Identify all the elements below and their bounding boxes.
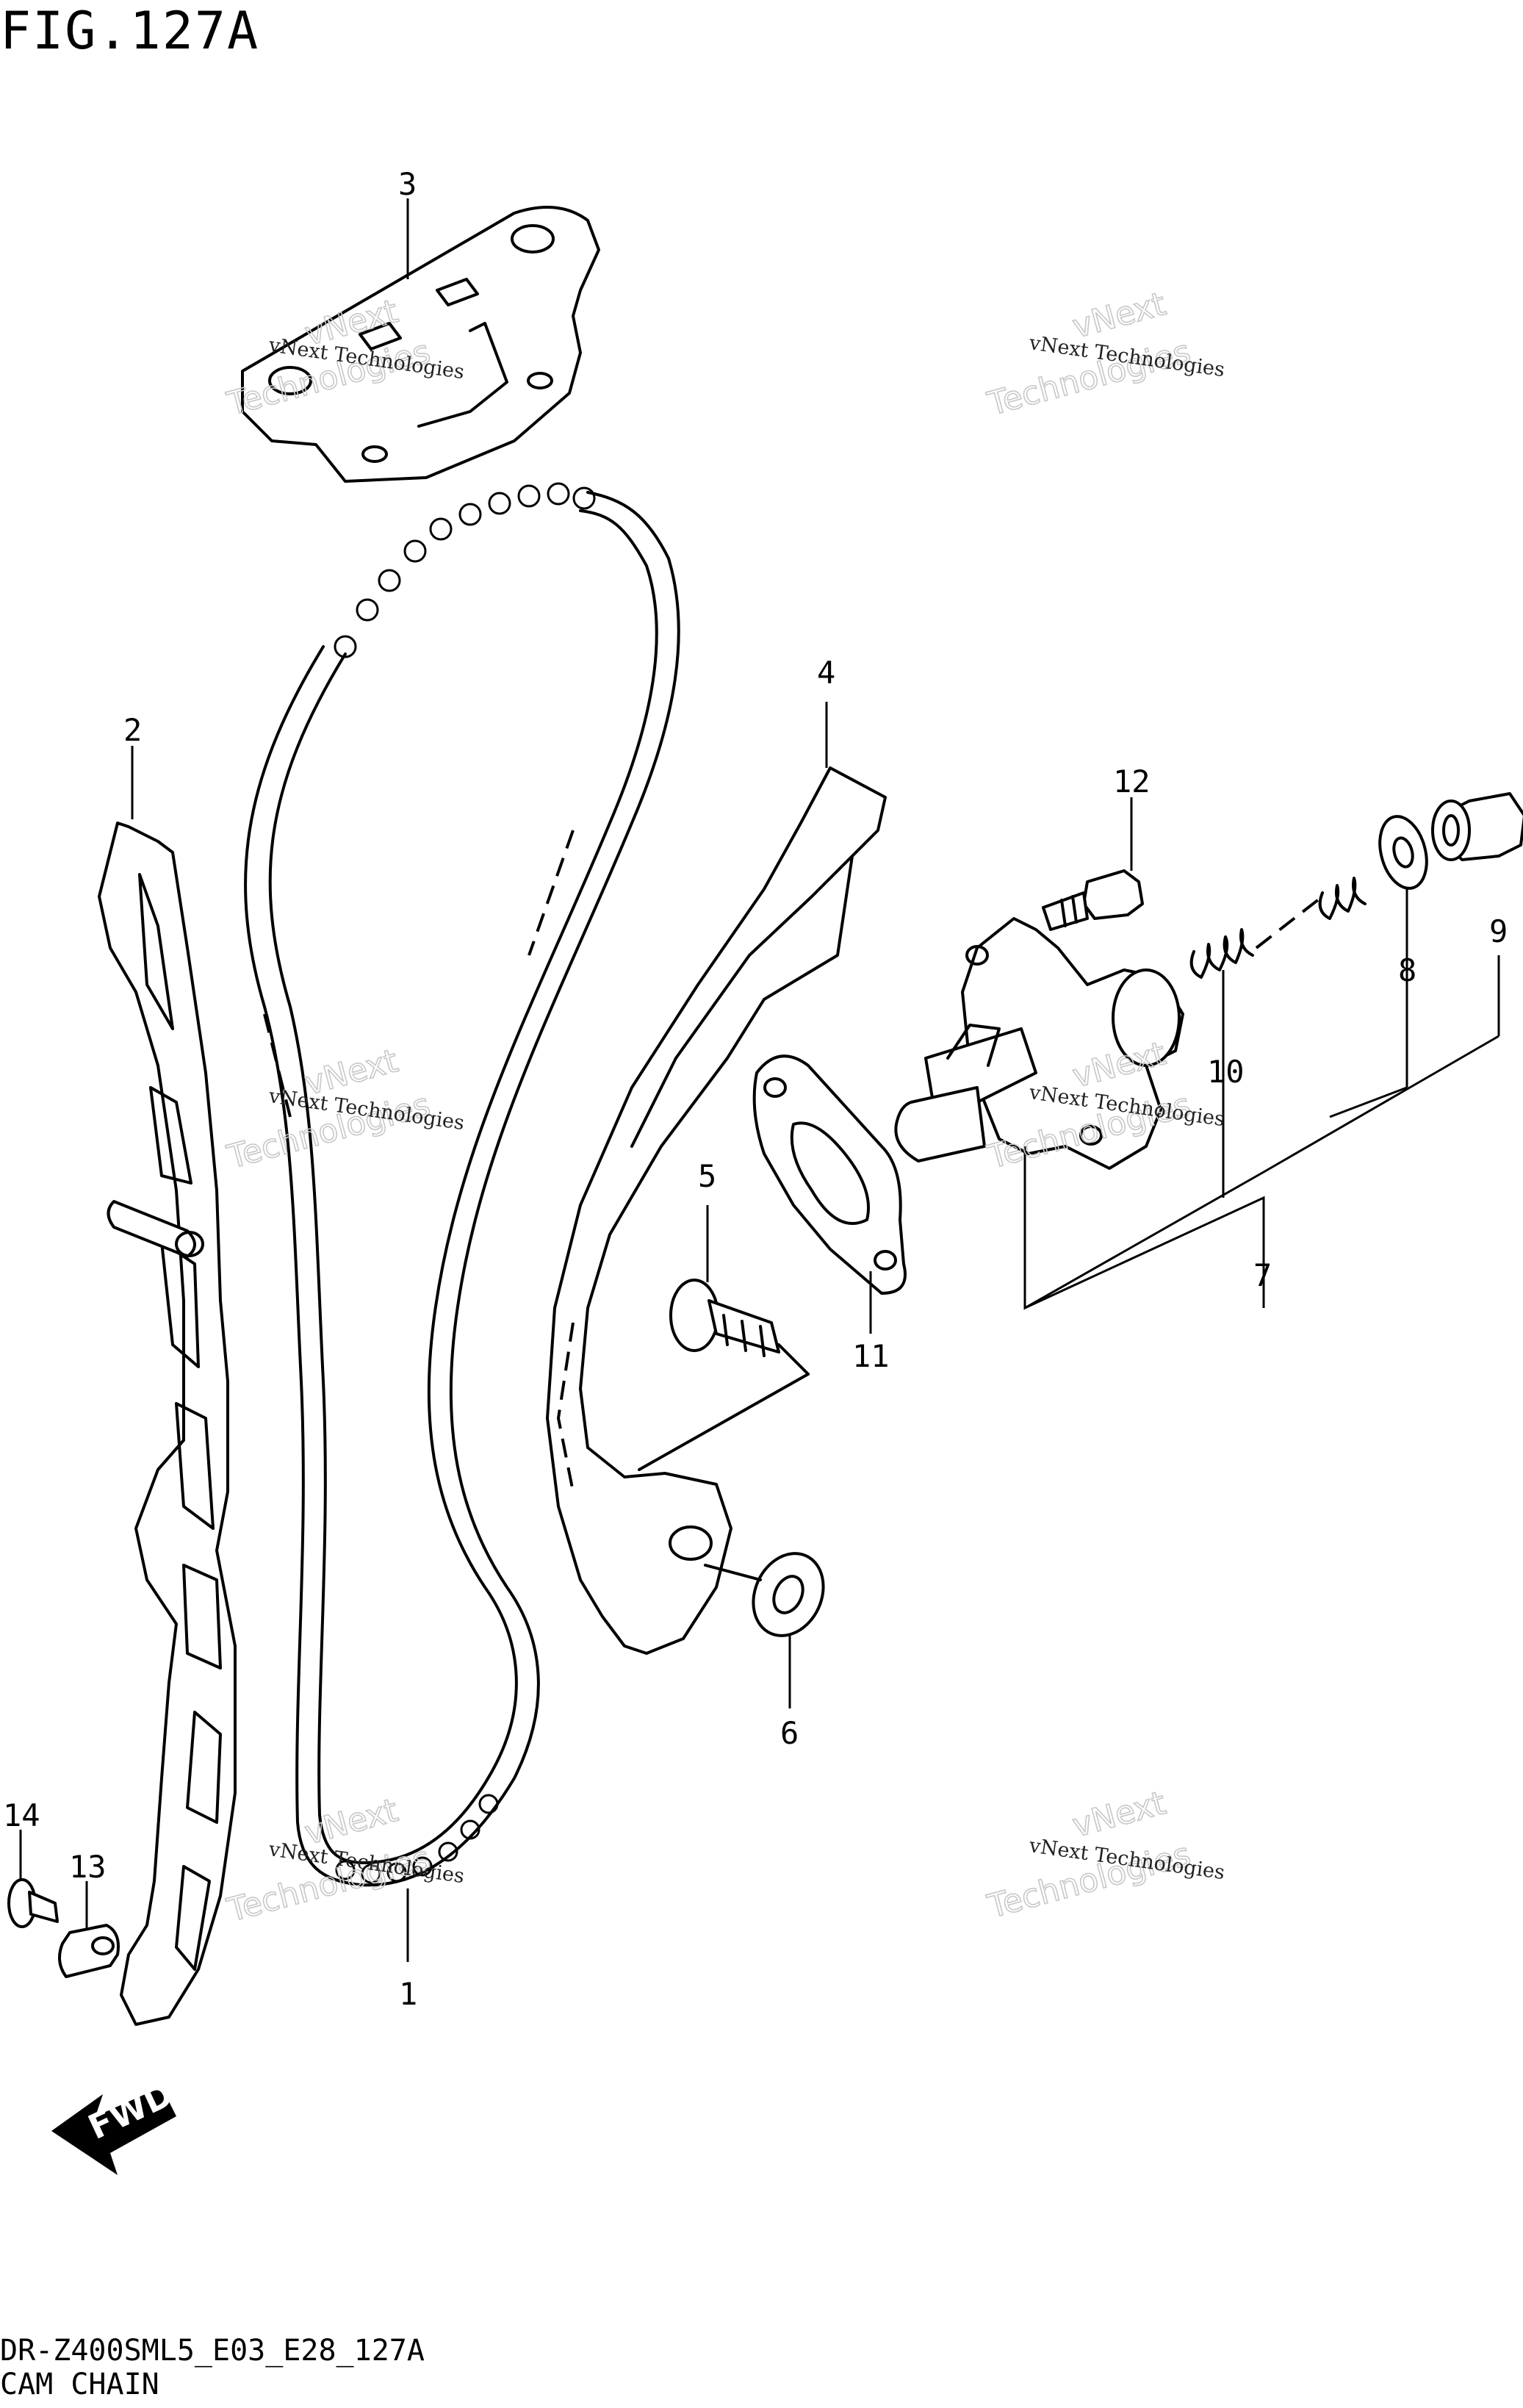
callout-12: 12 xyxy=(1113,763,1151,799)
callout-2: 2 xyxy=(123,712,142,748)
callout-6: 6 xyxy=(780,1715,799,1751)
part-7-tensioner-adjuster xyxy=(894,917,1184,1170)
callout-8: 8 xyxy=(1398,952,1416,988)
part-14-screw xyxy=(7,1878,59,1928)
part-9-cap-bolt xyxy=(1431,792,1523,861)
watermark-bottom-right: vNext Technologies vNext Technologies xyxy=(983,1783,1226,1926)
part-3-chain-guide-top xyxy=(241,206,600,483)
part-12-bolt xyxy=(1042,869,1144,931)
callout-13: 13 xyxy=(69,1849,107,1885)
figure-title: FIG.127A xyxy=(0,1,260,61)
svg-text:vNext: vNext xyxy=(301,1791,402,1852)
callout-3: 3 xyxy=(398,166,417,202)
svg-text:vNext: vNext xyxy=(1069,285,1170,346)
section-name: CAM CHAIN xyxy=(0,2368,159,2401)
callout-9: 9 xyxy=(1489,913,1508,949)
callout-14: 14 xyxy=(3,1797,40,1833)
watermark-top-right: vNext Technologies vNext Technologies xyxy=(983,284,1226,423)
callout-7: 7 xyxy=(1253,1257,1272,1293)
chain-links-bottom xyxy=(335,1794,499,1884)
callout-4: 4 xyxy=(817,655,835,691)
part-6-washer xyxy=(704,1552,825,1637)
callout-5: 5 xyxy=(698,1158,716,1194)
part-2-chain-guide-rear xyxy=(98,822,237,2026)
part-4-chain-tensioner-arm xyxy=(546,766,887,1655)
part-11-gasket xyxy=(752,1054,907,1295)
part-1-cam-chain xyxy=(244,482,680,1887)
watermark-middle-left: vNext Technologies vNext Technologies xyxy=(223,1041,466,1176)
part-5-bolt xyxy=(638,1279,810,1471)
part-10-spring xyxy=(1189,877,1367,979)
part-8-washer xyxy=(1378,815,1428,890)
part-13-plate xyxy=(58,1924,120,1978)
callout-1: 1 xyxy=(399,1976,417,2012)
svg-text:vNext: vNext xyxy=(1069,1784,1170,1845)
watermark-bottom-left: vNext Technologies vNext Technologies xyxy=(223,1791,466,1930)
leader-lines xyxy=(19,198,1500,1962)
chain-links-top xyxy=(334,482,596,658)
callout-10: 10 xyxy=(1207,1054,1245,1090)
fwd-arrow: FWD xyxy=(51,2074,179,2175)
model-code: DR-Z400SML5_E03_E28_127A xyxy=(0,2334,425,2368)
callout-11: 11 xyxy=(852,1338,890,1374)
callouts: 3 2 4 12 9 8 10 5 7 11 6 14 13 1 xyxy=(3,166,1508,2012)
